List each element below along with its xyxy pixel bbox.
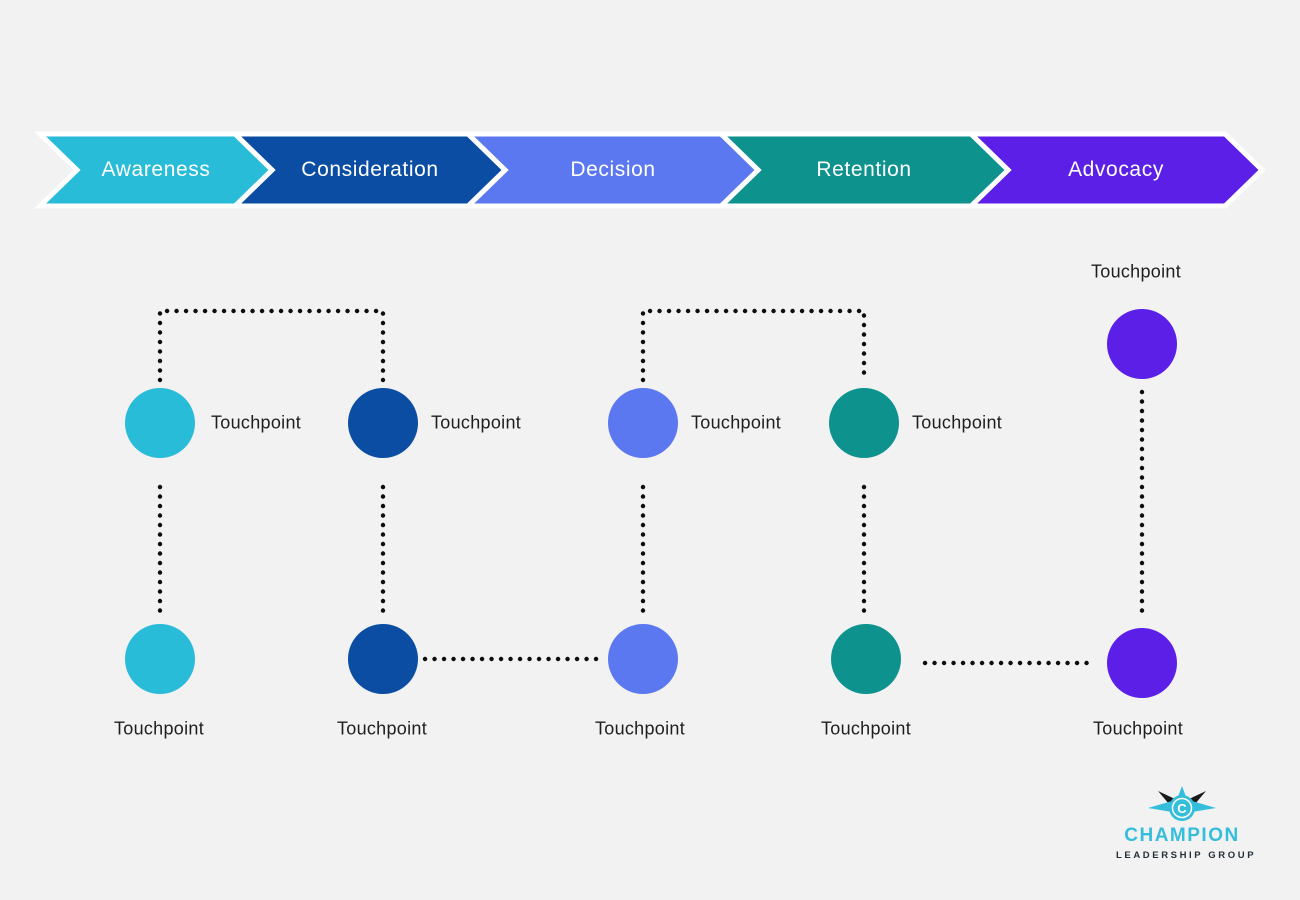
- touchpoint-circle-retention-top: [829, 388, 899, 458]
- stage-arrow-awareness: [33, 131, 276, 209]
- touchpoint-circle-advocacy-bottom: [1107, 628, 1177, 698]
- touchpoint-label-consideration-top: Touchpoint: [431, 412, 522, 433]
- logo-tagline-text: LEADERSHIP GROUP: [1116, 850, 1257, 861]
- touchpoint-label-retention-bottom: Touchpoint: [820, 718, 912, 739]
- touchpoint-circle-consideration-top: [348, 388, 418, 458]
- touchpoint-label-decision-bottom: Touchpoint: [594, 718, 686, 739]
- touchpoint-circle-advocacy-top: [1107, 309, 1177, 379]
- touchpoint-label-decision-top: Touchpoint: [691, 412, 782, 433]
- champion-leadership-group-logo: C CHAMPION LEADERSHIP GROUP: [1116, 786, 1257, 861]
- logo-monogram: C: [1177, 801, 1187, 816]
- touchpoint-circle-retention-bottom: [831, 624, 901, 694]
- stage-label-decision: Decision: [570, 158, 656, 181]
- touchpoint-label-awareness-bottom: Touchpoint: [113, 718, 205, 739]
- touchpoint-label-advocacy-bottom: Touchpoint: [1092, 718, 1184, 739]
- connector-bracket-awareness-consideration: [157, 308, 386, 383]
- touchpoint-circle-awareness-top: [125, 388, 195, 458]
- logo-brand-text: CHAMPION: [1124, 825, 1240, 846]
- touchpoint-label-advocacy-top: Touchpoint: [1090, 261, 1182, 282]
- touchpoint-label-consideration-bottom: Touchpoint: [336, 718, 428, 739]
- touchpoint-circle-decision-bottom: [608, 624, 678, 694]
- touchpoint-circle-awareness-bottom: [125, 624, 195, 694]
- compass-logo-icon: C: [1148, 786, 1216, 821]
- connector-bracket-decision-retention: [640, 308, 867, 383]
- stage-label-retention: Retention: [816, 158, 912, 181]
- stage-label-consideration: Consideration: [301, 158, 439, 181]
- stage-label-awareness: Awareness: [101, 158, 211, 181]
- touchpoint-label-retention-top: Touchpoint: [912, 412, 1003, 433]
- touchpoint-circle-consideration-bottom: [348, 624, 418, 694]
- touchpoint-circle-decision-top: [608, 388, 678, 458]
- stage-label-advocacy: Advocacy: [1068, 158, 1164, 181]
- touchpoint-label-awareness-top: Touchpoint: [211, 412, 302, 433]
